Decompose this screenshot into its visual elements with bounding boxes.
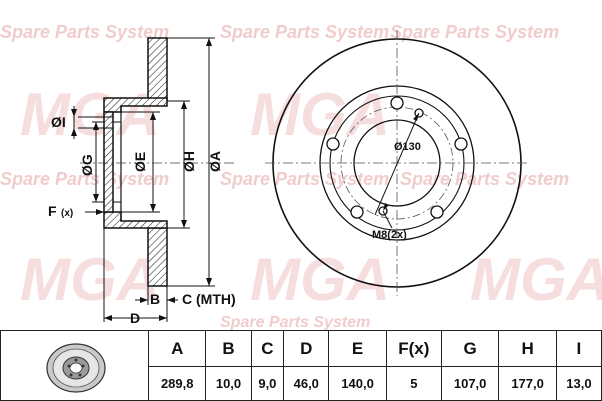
watermark-text: Spare Parts System xyxy=(0,169,169,189)
header-C: C xyxy=(250,330,285,367)
watermark-brand: MGA xyxy=(20,81,160,148)
label-H: ØH xyxy=(181,151,197,172)
label-B: B xyxy=(150,291,160,307)
label-A: ØA xyxy=(207,151,223,172)
arrowheads xyxy=(71,38,212,321)
disc-thumbnail-icon xyxy=(45,342,106,393)
lug-hole xyxy=(390,96,404,110)
label-C: C (MTH) xyxy=(182,291,236,307)
watermark-text: Spare Parts System xyxy=(220,314,370,330)
disc-ring-top xyxy=(147,37,168,102)
header-E: E xyxy=(328,330,387,367)
value-A: 289,8 xyxy=(147,366,207,401)
label-D: D xyxy=(130,310,140,326)
header-F: F(x) xyxy=(385,330,442,367)
watermark-text: Spare Parts System xyxy=(390,22,559,42)
value-E: 140,0 xyxy=(328,366,387,401)
label-G: ØG xyxy=(79,154,95,176)
thumbnail-cell xyxy=(0,330,149,401)
header-A: A xyxy=(147,330,207,367)
header-B: B xyxy=(205,330,252,367)
value-I: 13,0 xyxy=(555,366,602,401)
header-I: I xyxy=(555,330,602,367)
value-F: 5 xyxy=(385,366,442,401)
header-H: H xyxy=(498,330,557,367)
label-F: F xyxy=(48,203,57,219)
watermark-text: Spare Parts System xyxy=(220,22,389,42)
value-D: 46,0 xyxy=(283,366,330,401)
technical-drawing: MGA MGA MGA MGA MGA Spare Parts System S… xyxy=(0,22,602,330)
header-G: G xyxy=(440,330,500,367)
value-G: 107,0 xyxy=(440,366,500,401)
value-B: 10,0 xyxy=(205,366,252,401)
hat-bottom xyxy=(103,211,168,229)
watermark-text: Spare Parts System xyxy=(220,169,389,189)
label-pcd: Ø130 xyxy=(394,141,421,153)
dimensions xyxy=(73,37,215,322)
header-D: D xyxy=(283,330,330,367)
label-bolt: M8(2x) xyxy=(372,229,407,241)
disc-ring-bottom xyxy=(147,227,168,287)
lug-hole xyxy=(454,137,468,151)
watermark-text: Spare Parts System xyxy=(400,169,569,189)
watermark-text: Spare Parts System xyxy=(0,22,169,42)
lug-hole xyxy=(350,205,364,219)
lug-hole xyxy=(326,137,340,151)
label-F-sub: (x) xyxy=(61,208,73,219)
watermark-brand: MGA xyxy=(250,246,390,313)
value-H: 177,0 xyxy=(498,366,557,401)
dimension-table: A B C D E F(x) G H I 289,8 10,0 9,0 46,0… xyxy=(0,330,602,401)
table-value-row: 289,8 10,0 9,0 46,0 140,0 5 107,0 177,0 … xyxy=(1,366,602,401)
front-view xyxy=(265,30,530,296)
watermark-brand: MGA xyxy=(20,246,160,313)
label-E: ØE xyxy=(132,152,148,172)
label-I: ØI xyxy=(51,114,66,130)
hub-face xyxy=(103,111,114,213)
table-header-row: A B C D E F(x) G H I xyxy=(0,330,602,401)
lug-hole xyxy=(430,205,444,219)
value-C: 9,0 xyxy=(250,366,285,401)
watermark-brand: MGA xyxy=(470,246,602,313)
